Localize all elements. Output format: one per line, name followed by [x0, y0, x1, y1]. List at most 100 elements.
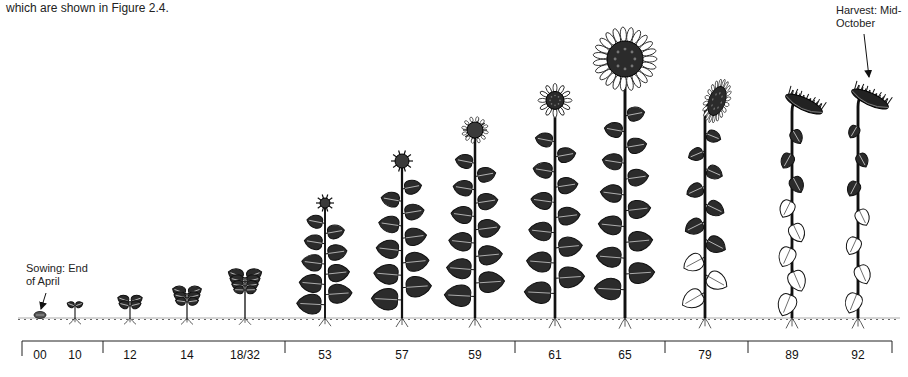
flower-bud: [320, 198, 330, 208]
leaf-blade: [776, 198, 797, 220]
plant-part: [633, 58, 636, 61]
leaf: [526, 251, 556, 273]
leaf-blade: [627, 136, 648, 154]
plant-part: [458, 160, 472, 163]
plant-part: [689, 187, 702, 193]
leaf: [444, 284, 476, 307]
plant-part: [858, 318, 864, 329]
leaf-blade: [843, 235, 864, 257]
plant-part: [325, 294, 329, 295]
leaf: [324, 263, 350, 283]
plant-part: [120, 304, 128, 306]
leaf: [842, 288, 866, 316]
plant-part: [705, 318, 711, 328]
leaf: [846, 122, 863, 141]
leaf: [703, 128, 723, 145]
plant-part: [476, 138, 480, 144]
plant-part: [181, 318, 187, 324]
plant-part: [461, 126, 466, 130]
leaf: [474, 218, 501, 239]
leaf-blade: [303, 233, 323, 250]
leaf-blade: [246, 286, 256, 294]
plant-part: [784, 201, 791, 214]
plant-part: [36, 315, 44, 316]
plant-part: [469, 318, 475, 328]
plant-part: [631, 65, 634, 68]
plant-part: [375, 299, 397, 300]
leaf: [701, 267, 731, 294]
leaf: [778, 149, 798, 171]
leaf: [401, 227, 428, 247]
plant-part: [625, 318, 631, 329]
plant-part: [699, 318, 705, 328]
growth-stage-code: 53: [318, 348, 331, 362]
leaf: [66, 300, 76, 308]
leaf-blade: [844, 179, 862, 199]
plant-part: [593, 58, 609, 66]
leaf-blade: [371, 288, 398, 311]
plant-part: [793, 131, 799, 142]
plant-part: [558, 184, 574, 186]
leaf-blade: [328, 283, 352, 304]
plant-part: [851, 182, 857, 194]
leaf-blade: [846, 124, 862, 141]
plant-part: [617, 51, 620, 54]
leaf: [597, 214, 626, 235]
plant-part: [555, 318, 561, 328]
plant-part: [642, 56, 657, 62]
leaf: [702, 197, 727, 219]
leaf-blade: [524, 281, 551, 304]
plant-part: [454, 214, 471, 216]
leaf: [787, 126, 806, 147]
plant-part: [625, 318, 626, 327]
plant-part: [532, 230, 551, 232]
leaf-blade: [403, 178, 422, 195]
sunflower-plant: [444, 116, 505, 327]
leaf-blade: [75, 300, 84, 308]
plant-part: [402, 287, 406, 288]
leaf-blade: [404, 202, 425, 220]
leaf: [401, 251, 430, 273]
plant-part: [715, 93, 717, 96]
leaf: [450, 205, 476, 225]
leaf-blade: [775, 245, 798, 270]
plant-part: [554, 113, 557, 318]
leaf-blade: [66, 300, 75, 308]
plant-part: [177, 301, 185, 302]
leaf: [116, 293, 131, 306]
plant-part: [558, 103, 560, 105]
plant-part: [483, 130, 488, 134]
plant-part: [129, 302, 130, 318]
plant-part: [617, 65, 620, 68]
plant-part: [624, 67, 627, 70]
plant-part: [471, 138, 475, 143]
leaf: [128, 293, 143, 306]
flower-head: [538, 83, 572, 117]
plant-part: [784, 154, 790, 165]
plant-part: [536, 169, 552, 172]
leaf: [118, 299, 131, 310]
leaf-blade: [405, 251, 430, 272]
leaf-blade: [705, 163, 725, 182]
leaf: [245, 286, 257, 294]
plant-part: [483, 124, 489, 128]
leaf-blade: [704, 269, 731, 295]
plant-part: [75, 318, 81, 324]
dry-head: [849, 81, 892, 113]
leaf-blade: [628, 199, 652, 219]
plant-part: [628, 113, 642, 116]
leaf: [474, 244, 503, 266]
plant-part: [784, 248, 791, 263]
plant-part: [303, 282, 322, 284]
sunflower-plant: [116, 293, 143, 324]
leader-arrow: [41, 293, 46, 309]
leaf-blade: [557, 176, 579, 195]
leaf: [554, 206, 581, 227]
leaf-blade: [306, 214, 324, 230]
plant-part: [470, 296, 475, 297]
growth-stage-code: 57: [395, 348, 408, 362]
plant-part: [551, 103, 553, 105]
plant-part: [687, 259, 702, 267]
plant-part: [600, 256, 621, 258]
